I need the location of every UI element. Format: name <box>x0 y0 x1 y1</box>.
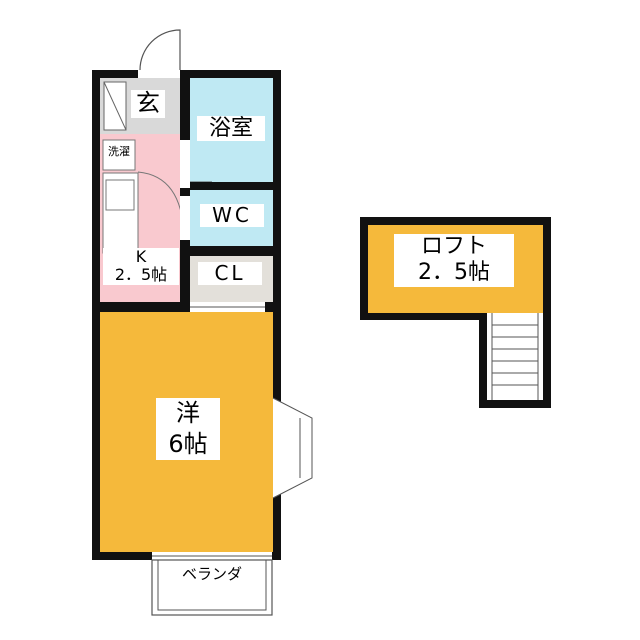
loft-label: ロフト 2．5帖 <box>394 234 514 287</box>
wall-bath-wc <box>190 182 273 190</box>
western-name: 洋 <box>176 399 200 427</box>
entrance-door-swing <box>139 29 181 71</box>
ladder <box>491 313 539 400</box>
wall-wc-cl <box>190 246 273 256</box>
inner-wall-vertical <box>180 78 190 310</box>
ladder-area <box>487 313 543 400</box>
loft-name: ロフト <box>420 234 487 259</box>
western-size: 6帖 <box>168 430 208 459</box>
loft-size: 2．5帖 <box>418 260 490 286</box>
kitchen-name: K <box>135 247 147 266</box>
wc-label: WC <box>200 204 264 227</box>
entrance-opening <box>138 70 180 78</box>
kitchen-label: K 2．5帖 <box>103 247 179 285</box>
washer-label: 洗濯 <box>108 145 130 158</box>
kitchen-sink <box>105 179 135 211</box>
wc-door <box>180 196 190 240</box>
bay-window <box>272 397 313 499</box>
bath-door <box>180 140 190 188</box>
bath-label: 浴室 <box>197 116 265 142</box>
western-label: 洋 6帖 <box>156 398 220 461</box>
shoe-box-diagonal <box>103 81 127 131</box>
balcony-inner <box>157 559 267 611</box>
cl-label: CL <box>198 262 262 285</box>
washer-box <box>102 139 136 171</box>
genkan-label: 玄 <box>131 89 165 118</box>
kitchen-size: 2．5帖 <box>114 265 168 285</box>
wall-horizontal <box>100 302 273 312</box>
balcony-label: ベランダ <box>170 565 254 584</box>
